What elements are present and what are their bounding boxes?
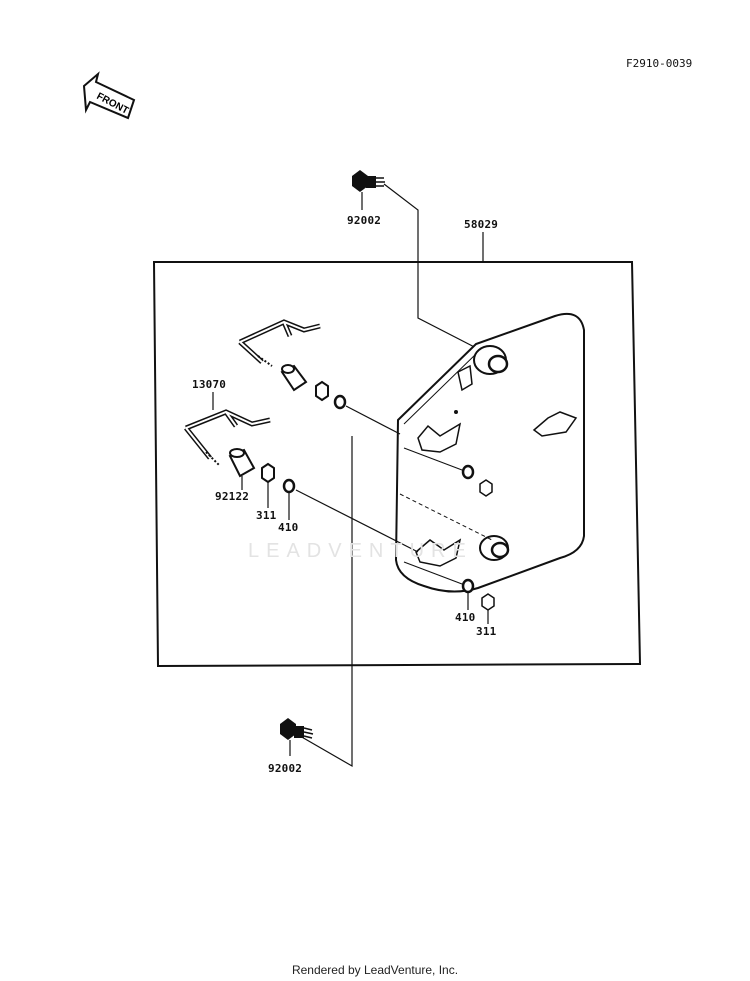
collar-lower (228, 448, 256, 478)
assembly-frame (152, 261, 642, 668)
nut-upper (315, 380, 329, 402)
washer-lower (282, 478, 296, 494)
diagram-code: F2910-0039 (626, 57, 693, 70)
bracket-plate (394, 312, 585, 611)
part-label-311-right[interactable]: 311 (476, 625, 497, 638)
part-label-92122[interactable]: 92122 (215, 490, 250, 503)
rod-lower (184, 409, 271, 467)
leader-plate-nut-upper (403, 447, 463, 471)
bolt-top (352, 170, 385, 210)
part-label-13070[interactable]: 13070 (192, 378, 227, 391)
part-label-410-left[interactable]: 410 (278, 521, 299, 534)
nut-lower (261, 462, 275, 484)
leader-bottom-bolt (299, 436, 353, 768)
collar-upper (280, 364, 308, 392)
part-label-92002-top[interactable]: 92002 (347, 214, 382, 227)
front-arrow-icon: FRONT (82, 71, 136, 120)
part-label-92002-bottom[interactable]: 92002 (268, 762, 303, 775)
part-label-311-left[interactable]: 311 (256, 509, 277, 522)
watermark: LEADVENTURE (248, 540, 473, 562)
leader-upper-stack (345, 405, 401, 435)
rod-upper (238, 319, 321, 367)
part-label-410-right[interactable]: 410 (455, 611, 476, 624)
leader-lower-stack (295, 489, 419, 553)
leader-top-bolt (383, 183, 489, 355)
bolt-bottom (280, 718, 314, 756)
part-label-58029[interactable]: 58029 (464, 218, 499, 231)
footer-credit: Rendered by LeadVenture, Inc. (291, 963, 459, 977)
leader-plate-nut-lower (403, 561, 463, 585)
washer-upper (333, 394, 347, 410)
hidden-line (399, 493, 493, 541)
